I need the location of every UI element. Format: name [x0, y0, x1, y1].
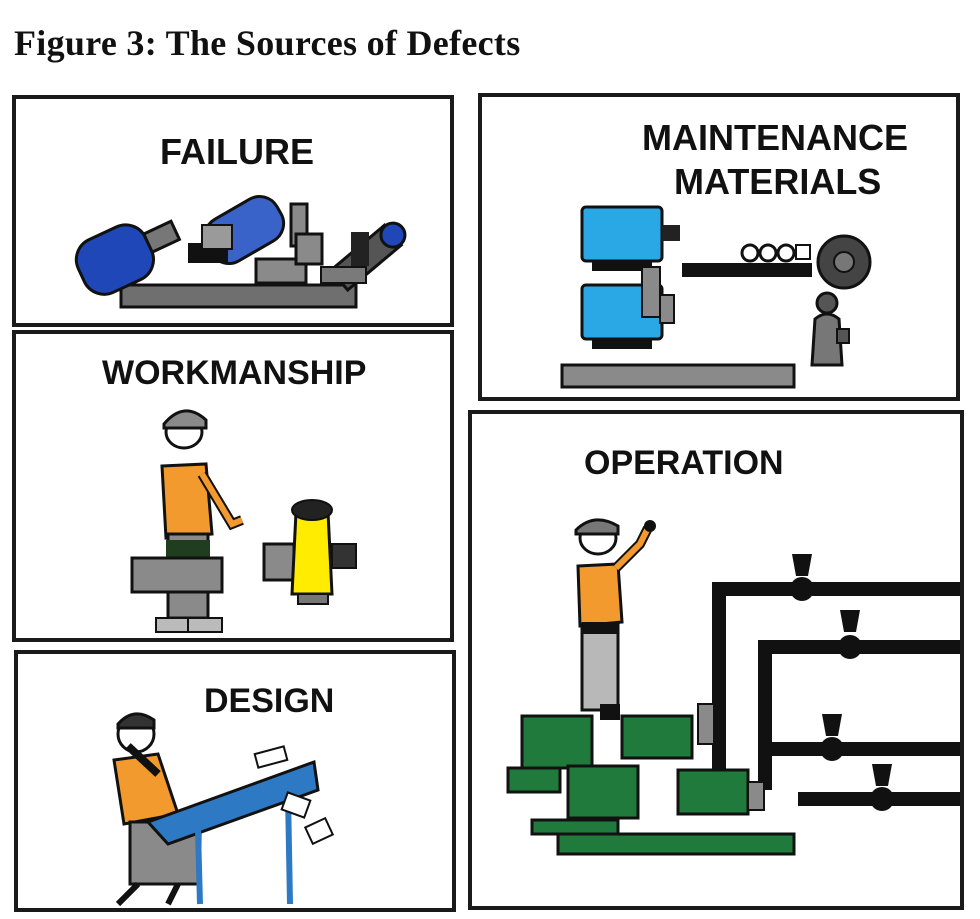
drafting-table-icon — [112, 712, 335, 907]
design-label: DESIGN — [204, 682, 335, 720]
operation-label: OPERATION — [584, 444, 784, 482]
workmanship-label: WORKMANSHIP — [102, 354, 367, 392]
pipe-network-icon — [506, 518, 960, 856]
maintenance-materials-panel: MAINTENANCE MATERIALS — [478, 93, 960, 401]
worker-icon — [130, 409, 357, 633]
design-panel: DESIGN — [14, 650, 456, 912]
failed-pump-icon — [74, 195, 407, 309]
figure-title: Figure 3: The Sources of Defects — [14, 23, 521, 63]
workmanship-panel: WORKMANSHIP — [12, 330, 454, 642]
materials-label: MATERIALS — [674, 161, 882, 202]
failure-label: FAILURE — [160, 131, 315, 172]
failure-panel: FAILURE — [12, 95, 454, 327]
operation-panel: OPERATION — [468, 410, 964, 910]
maintenance-label: MAINTENANCE — [642, 117, 908, 158]
pump-motor-icon — [560, 205, 872, 389]
